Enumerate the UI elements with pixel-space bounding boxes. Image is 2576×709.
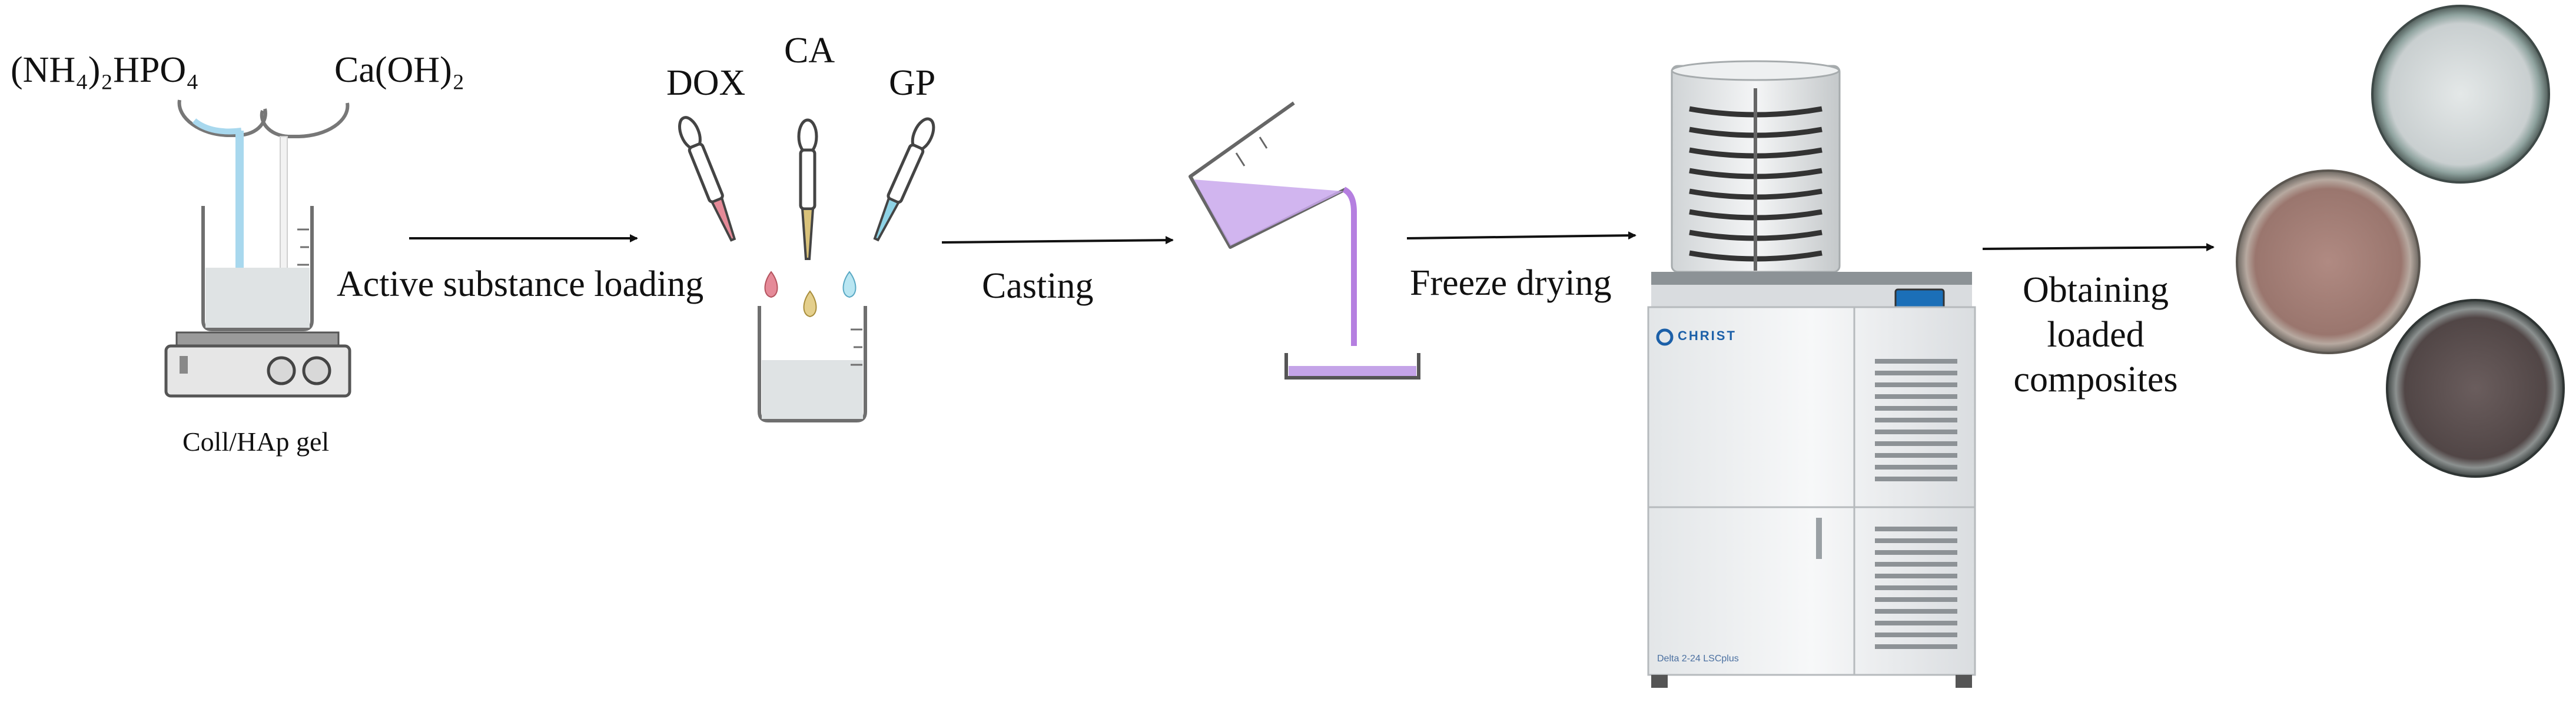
pouring-beaker-right-icon — [260, 102, 350, 272]
label-obtaining-line2: loaded — [2047, 315, 2145, 355]
arrow-4 — [1982, 243, 2215, 252]
petri-dish-dark-icon — [2386, 299, 2565, 478]
label-casting: Casting — [982, 266, 1094, 306]
arrow-3 — [1406, 231, 1636, 240]
label-ca: CA — [784, 31, 835, 71]
petri-dish-white-icon — [2371, 5, 2550, 184]
reaction-beaker-icon — [201, 206, 314, 331]
label-gp: GP — [889, 63, 936, 103]
pouring-beaker-left-icon — [177, 99, 267, 272]
label-ammonium-phosphate: (NH₄)₂HPO₄ — [11, 50, 199, 90]
pipette-gp-icon — [873, 117, 935, 242]
label-active-substance-loading: Active substance loading — [337, 264, 704, 304]
label-obtaining-line1: Obtaining — [2023, 270, 2169, 310]
label-calcium-hydroxide: Ca(OH)₂ — [334, 50, 465, 90]
petri-dish-pink-icon — [2236, 169, 2421, 354]
magnetic-stirrer-icon — [164, 331, 351, 398]
label-freeze-drying: Freeze drying — [1410, 263, 1612, 303]
drop-dox-icon — [764, 271, 778, 298]
mixing-beaker-icon — [758, 306, 867, 422]
mold-tray-icon — [1284, 353, 1420, 380]
freeze-dryer-icon — [1647, 60, 1976, 688]
arrow-2 — [941, 236, 1174, 245]
label-dox: DOX — [666, 63, 746, 103]
casting-beaker-icon — [1189, 101, 1357, 346]
drop-ca-icon — [803, 290, 817, 318]
pipette-ca-icon — [797, 118, 818, 260]
label-obtaining-line3: composites — [2013, 360, 2178, 400]
device-brand-logo: CHRIST — [1678, 328, 1737, 343]
drop-gp-icon — [842, 271, 857, 298]
vent-grille-lower — [1875, 527, 1957, 649]
device-model-label: Delta 2-24 LSCplus — [1657, 654, 1739, 664]
pipette-dox-icon — [678, 116, 736, 242]
label-obtaining-loaded-composites: Obtaining loaded composites — [1996, 268, 2196, 402]
vent-grille-upper — [1875, 359, 1957, 481]
label-coll-hap-gel: Coll/HAp gel — [182, 427, 330, 457]
